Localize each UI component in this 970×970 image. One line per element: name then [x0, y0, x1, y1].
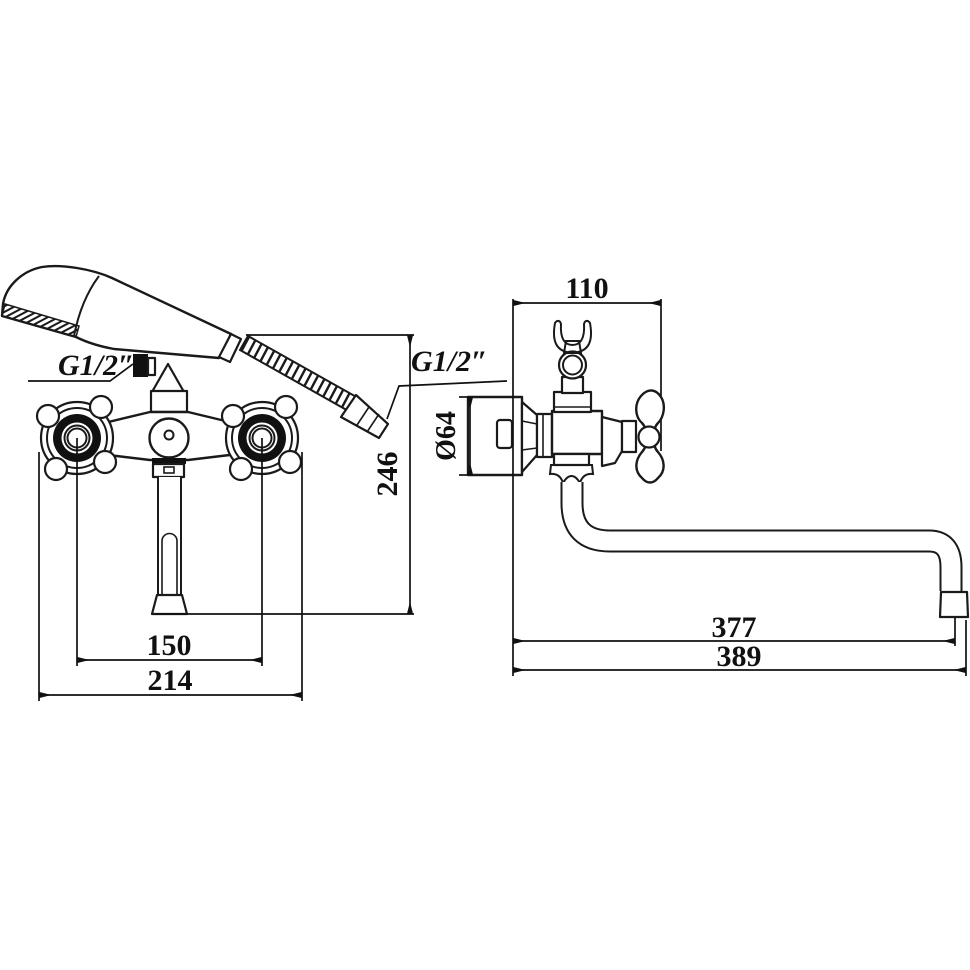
spout-bore [161, 532, 178, 595]
cone-facet [521, 447, 538, 451]
handle-stem-cone [600, 415, 624, 468]
outlet-nipple [146, 356, 157, 377]
collar-notch [163, 466, 175, 474]
handle-knob [220, 403, 246, 429]
dim-214-label: 214 [148, 664, 193, 697]
hand-shower-body [0, 264, 233, 360]
thread-leader-side [386, 380, 508, 420]
faucet-body-front [98, 354, 240, 616]
dim-150-label: 150 [147, 629, 192, 662]
inlet-hex-nut [535, 412, 554, 459]
diverter-hub [148, 417, 190, 459]
spout-nut-collar [548, 464, 595, 486]
handle-knob [277, 449, 303, 475]
cradle-stem [562, 340, 583, 354]
dimensions: 150 214 246 G1/2″ 110 Ø64 G1/2″ 377 [28, 272, 967, 701]
diverter-hole [163, 429, 175, 441]
hose-nut-facet [366, 413, 380, 433]
shower-outlet-connector [133, 354, 148, 377]
shower-handle-ferrule [217, 332, 243, 364]
cone-facet [521, 420, 538, 425]
wall-flange [466, 395, 524, 477]
hand-shower [0, 264, 390, 440]
dim-64-label: Ø64 [431, 411, 462, 461]
handle-knob [88, 394, 114, 420]
handle-knob [35, 403, 61, 429]
spout-nozzle-side [938, 590, 970, 619]
front-view [0, 264, 390, 616]
shower-head-inner-line [73, 275, 100, 337]
flange-inlet [495, 418, 514, 450]
dim-246-label: 246 [371, 452, 404, 497]
s-spout-fill [562, 482, 961, 591]
flange-cone [520, 400, 539, 474]
hose-nut-facet [356, 406, 370, 426]
body-lower-ring [552, 452, 591, 467]
handle-knob [92, 449, 118, 475]
handle-side-hub [637, 425, 661, 449]
handle-knob [228, 456, 254, 482]
dim-377-label: 377 [712, 611, 757, 644]
thread-label-front: G1/2″ [58, 349, 135, 382]
handle-hex [620, 419, 638, 454]
bracket-ring-inner [562, 354, 583, 376]
thread-leader-front [28, 363, 134, 382]
spout-collar [151, 462, 186, 479]
spout-seal-band [152, 458, 186, 464]
side-view [466, 299, 970, 619]
handle-knob [273, 394, 299, 420]
dim-389-label: 389 [717, 640, 762, 673]
dim-110-label: 110 [565, 272, 608, 305]
hose-nut [339, 393, 390, 440]
spray-face-hatch [1, 303, 80, 338]
handle-knob [43, 456, 69, 482]
valve-body-side [550, 409, 604, 456]
diverter-cap [150, 362, 186, 394]
thread-label-side: G1/2″ [411, 345, 488, 378]
shower-cradle-fork [553, 319, 592, 355]
riser-base [552, 390, 593, 414]
diverter-base [149, 389, 189, 414]
spout-nozzle-front [150, 593, 189, 616]
